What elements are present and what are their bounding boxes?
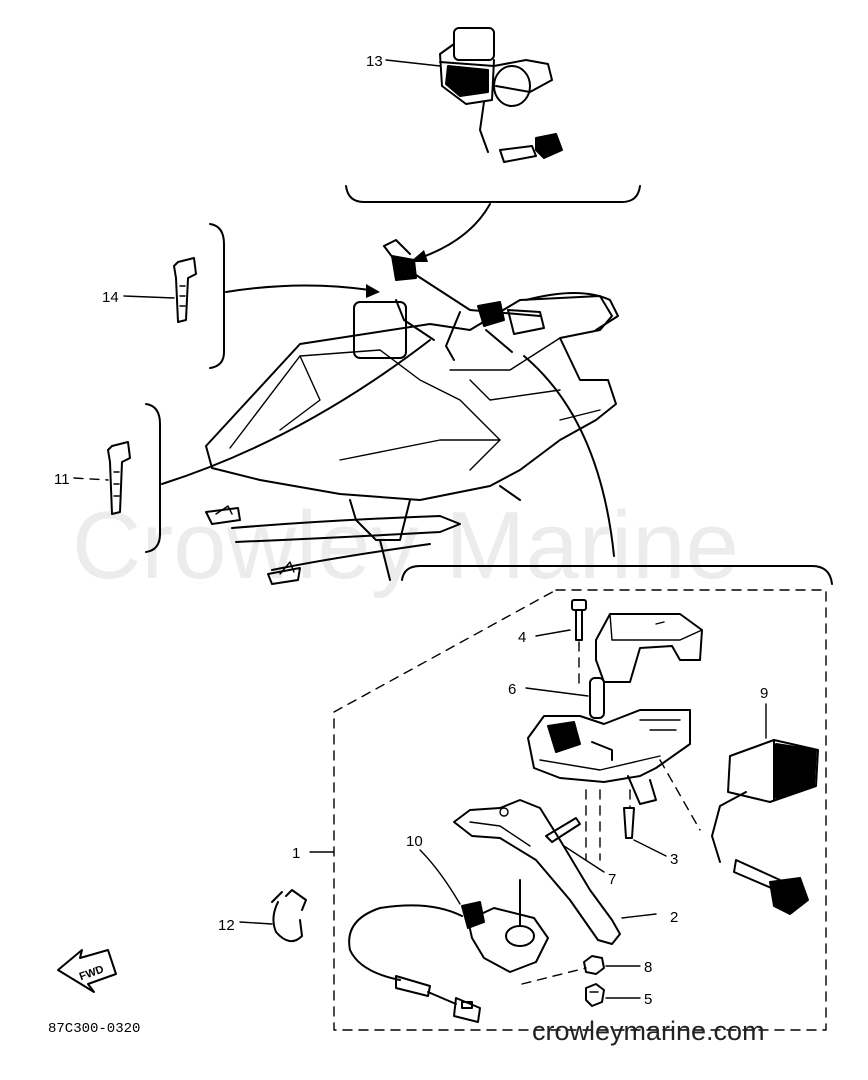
- part-code: 87C300-0320: [48, 1021, 140, 1037]
- snowmobile-body: [205, 239, 619, 585]
- site-url: crowleymarine.com: [532, 1016, 765, 1046]
- callout-8: 8: [644, 959, 652, 976]
- part-4-bolt: [571, 599, 587, 641]
- callout-10: 10: [406, 833, 423, 850]
- callout-9: 9: [760, 685, 768, 702]
- callout-14: 14: [102, 289, 119, 306]
- callout-2: 2: [670, 909, 678, 926]
- throttle-housing: [527, 709, 691, 805]
- part-12-clip: [271, 889, 307, 943]
- callout-1: 1: [292, 845, 300, 862]
- part-11-band: [107, 441, 131, 515]
- callout-3: 3: [670, 851, 678, 868]
- callout-13: 13: [366, 53, 383, 70]
- callout-5: 5: [644, 991, 652, 1008]
- top-cover: [595, 613, 703, 683]
- fwd-arrow-icon: FWD: [57, 949, 117, 993]
- screw: [545, 817, 581, 843]
- callout-7: 7: [608, 871, 616, 888]
- part-8-nut: [583, 955, 605, 975]
- callout-11: 11: [54, 471, 70, 488]
- part-2-lever: [453, 799, 621, 945]
- part-5-nut: [585, 983, 605, 1007]
- part-9-switch: [711, 739, 819, 915]
- part-13-switch-assembly: [439, 27, 563, 163]
- callout-6: 6: [508, 681, 516, 698]
- part-10-sensor: [348, 879, 549, 1023]
- part-14-band: [173, 257, 197, 323]
- callout-12: 12: [218, 917, 235, 934]
- part-3-screw: [623, 807, 635, 839]
- watermark-text: Crowley Marine: [72, 492, 739, 599]
- part-6-collar: [589, 677, 605, 719]
- callout-4: 4: [518, 629, 526, 646]
